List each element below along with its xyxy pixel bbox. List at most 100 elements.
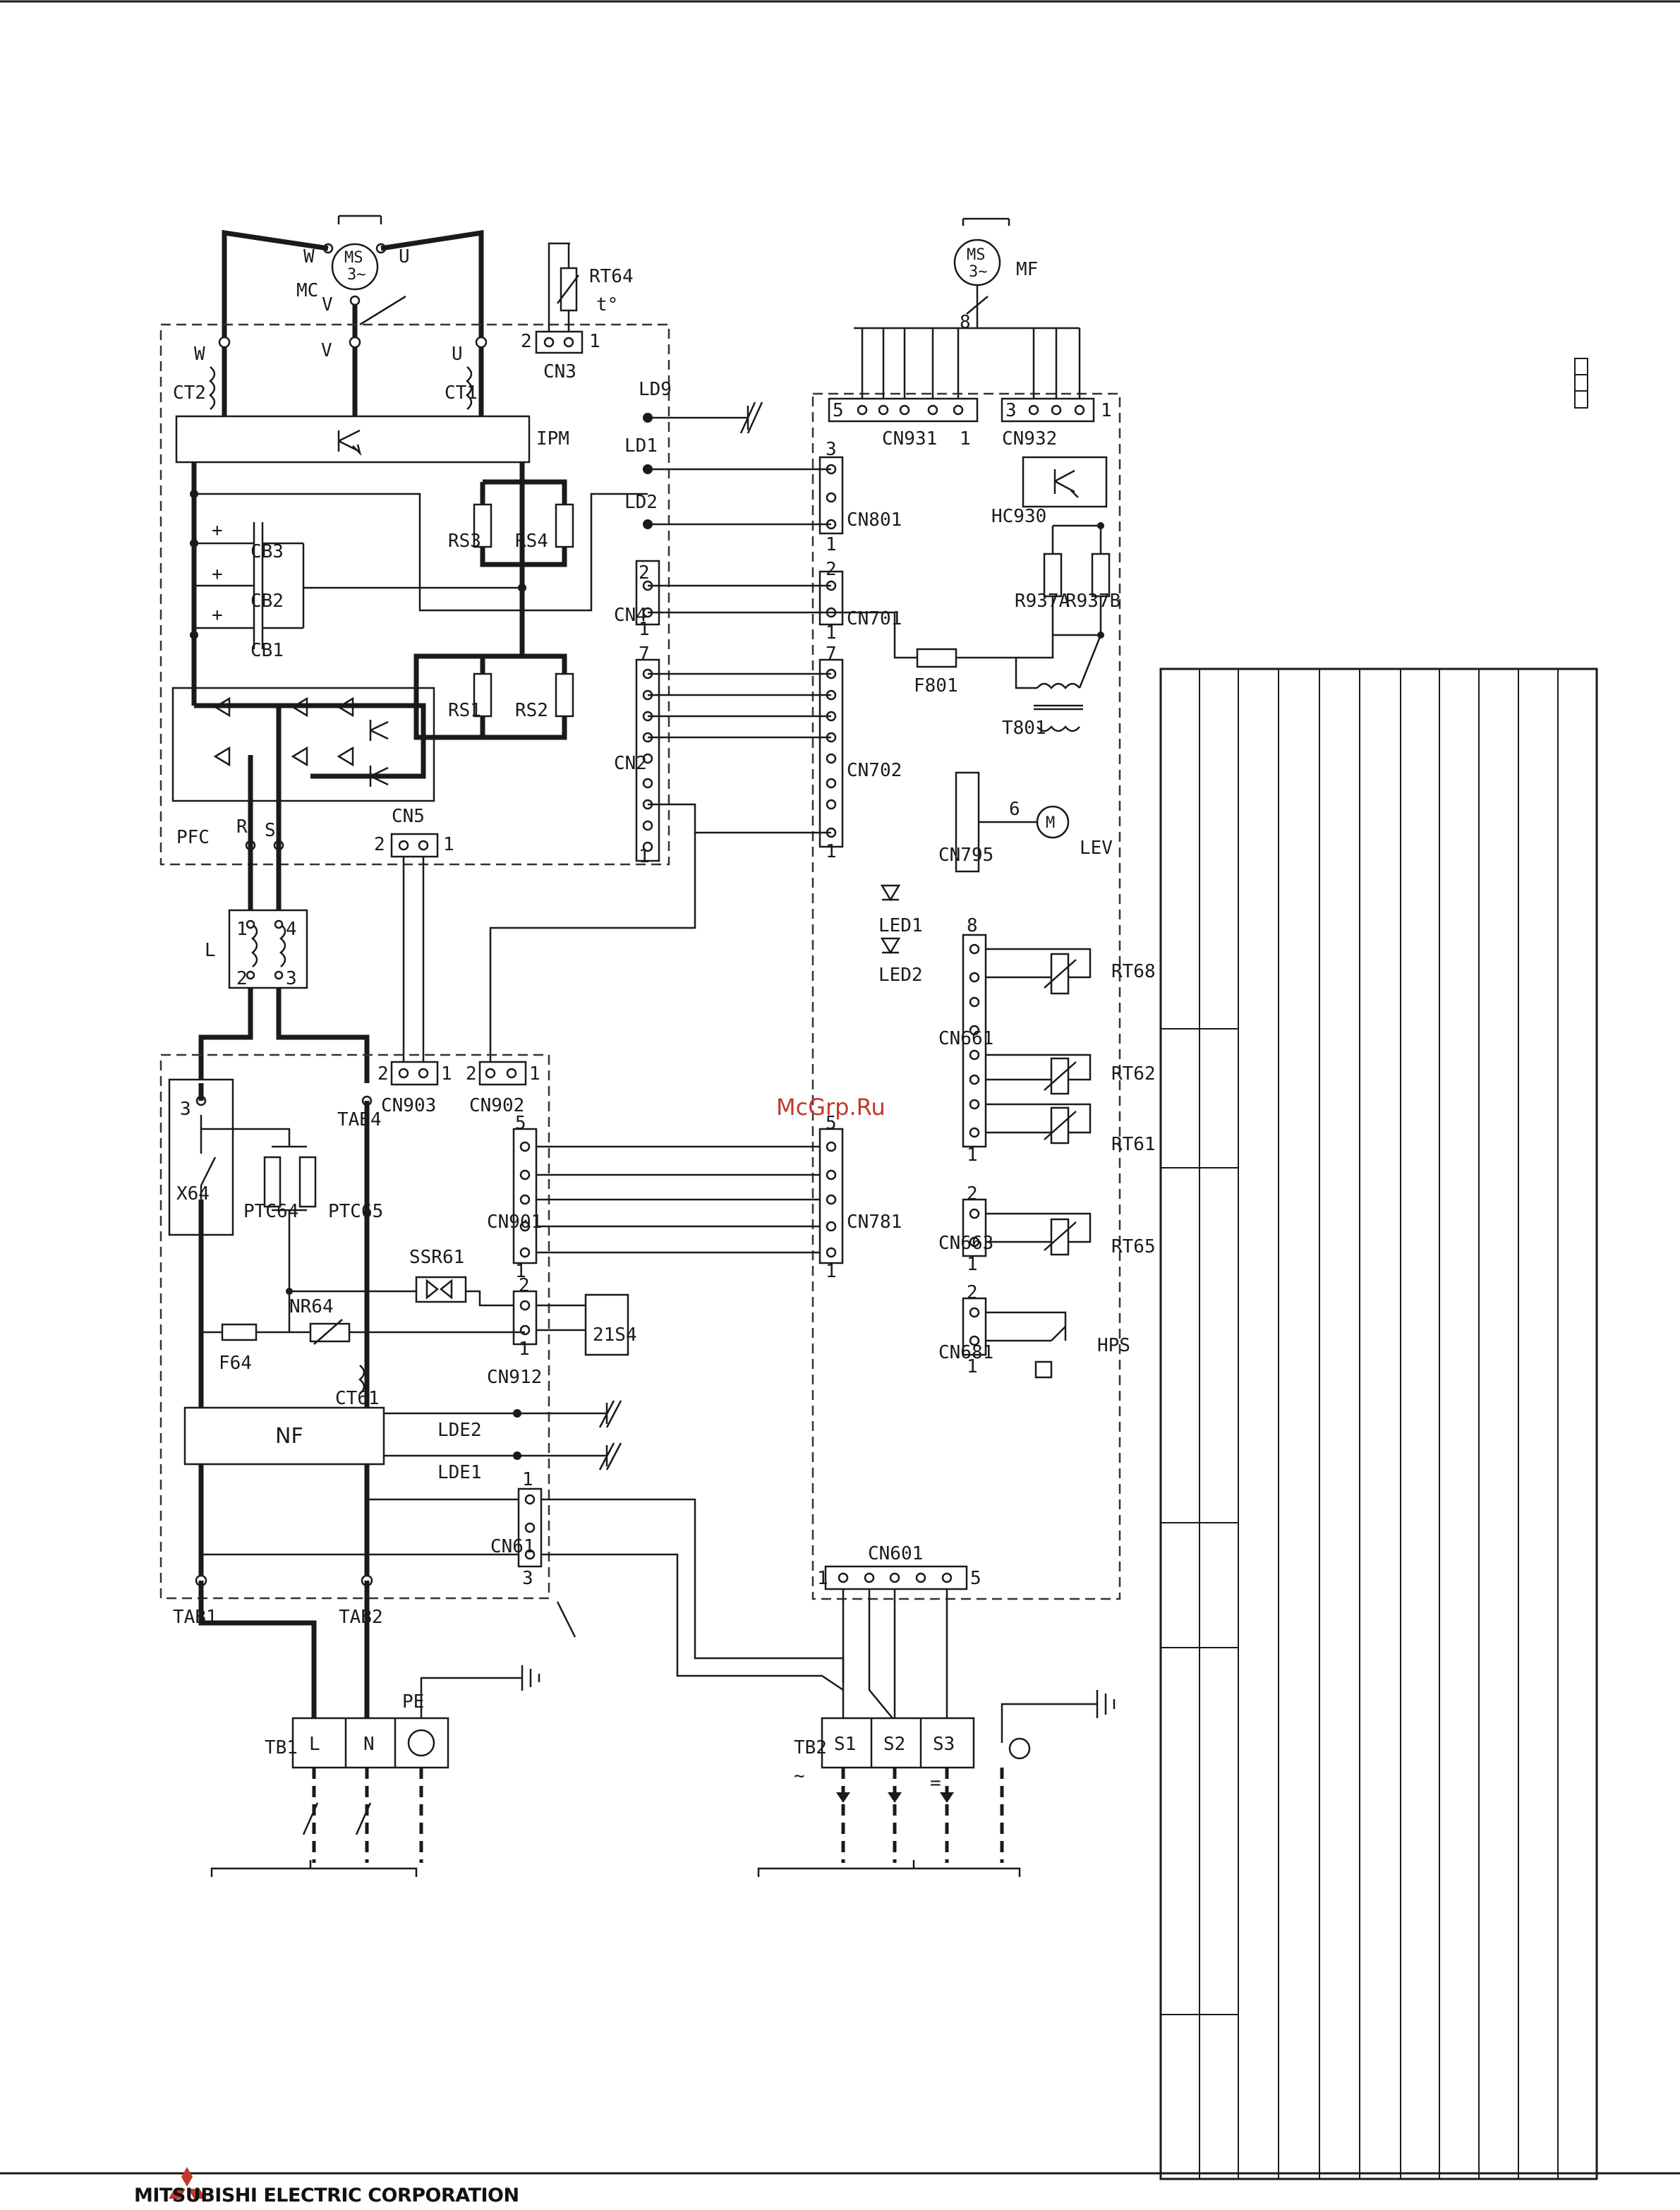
svg-text:CB3: CB3 bbox=[250, 541, 284, 562]
svg-text:1: 1 bbox=[443, 834, 454, 855]
svg-text:TAB4: TAB4 bbox=[337, 1109, 382, 1130]
svg-text:2: 2 bbox=[466, 1063, 477, 1085]
svg-text:+: + bbox=[212, 520, 223, 541]
svg-text:NF: NF bbox=[275, 1424, 303, 1449]
svg-text:2: 2 bbox=[967, 1282, 978, 1303]
svg-text:CN903: CN903 bbox=[381, 1095, 436, 1116]
svg-text:W: W bbox=[194, 344, 205, 365]
nf-filter: NF bbox=[183, 1406, 385, 1466]
svg-text:4: 4 bbox=[286, 919, 297, 940]
cn681-connector: 2 CN681 1 HPS bbox=[938, 1282, 1130, 1379]
svg-text:L: L bbox=[309, 1734, 320, 1755]
cn601-connector: 1 CN601 5 bbox=[817, 1543, 981, 1590]
svg-text:S3: S3 bbox=[933, 1734, 955, 1755]
svg-text:t°: t° bbox=[596, 294, 618, 315]
svg-text:3: 3 bbox=[826, 439, 837, 460]
svg-text:3: 3 bbox=[286, 968, 297, 989]
svg-text:M: M bbox=[1046, 814, 1055, 832]
svg-text:1: 1 bbox=[522, 1469, 533, 1490]
mc-label: MC bbox=[296, 280, 318, 301]
svg-text:1: 1 bbox=[519, 1339, 530, 1360]
svg-text:1: 1 bbox=[967, 1356, 978, 1377]
svg-text:MS: MS bbox=[967, 246, 986, 264]
svg-text:1: 1 bbox=[826, 841, 837, 862]
nr64-varistor: NR64 bbox=[288, 1291, 525, 1404]
svg-text:V: V bbox=[321, 340, 332, 361]
cn2-connector: 7 CN2 1 bbox=[614, 644, 660, 867]
svg-text:RT64: RT64 bbox=[589, 266, 634, 287]
svg-text:2: 2 bbox=[826, 559, 837, 580]
rs3-rs4: RS3 RS4 bbox=[448, 479, 574, 567]
svg-text:CN932: CN932 bbox=[1002, 428, 1057, 449]
svg-text:RT68: RT68 bbox=[1111, 961, 1156, 982]
svg-text:1: 1 bbox=[967, 1145, 978, 1166]
svg-text:1: 1 bbox=[960, 428, 971, 449]
svg-text:CN4: CN4 bbox=[614, 605, 647, 626]
svg-text:CN795: CN795 bbox=[938, 845, 993, 866]
svg-text:CN2: CN2 bbox=[614, 753, 647, 774]
cn3-connector: 2 1 CN3 bbox=[521, 330, 600, 382]
svg-text:CT2: CT2 bbox=[173, 382, 206, 404]
svg-text:CN902: CN902 bbox=[469, 1095, 524, 1116]
svg-text:1: 1 bbox=[441, 1063, 452, 1085]
watermark-text: McGrp.Ru bbox=[776, 1094, 886, 1121]
svg-text:2: 2 bbox=[639, 562, 650, 584]
svg-text:8: 8 bbox=[967, 915, 978, 936]
svg-text:PFC: PFC bbox=[176, 827, 210, 848]
svg-text:+: + bbox=[212, 605, 223, 626]
svg-text:LD9: LD9 bbox=[639, 379, 672, 400]
svg-text:LEV: LEV bbox=[1080, 838, 1113, 859]
svg-text:L: L bbox=[205, 940, 216, 961]
svg-text:1: 1 bbox=[826, 1261, 837, 1282]
svg-text:N: N bbox=[363, 1734, 375, 1755]
svg-text:TB1: TB1 bbox=[265, 1737, 298, 1758]
svg-text:3: 3 bbox=[180, 1099, 191, 1120]
svg-text:RS3: RS3 bbox=[448, 531, 481, 552]
svg-text:3: 3 bbox=[1005, 400, 1017, 421]
svg-text:RT61: RT61 bbox=[1111, 1134, 1156, 1155]
21s4-valve: 21S4 bbox=[584, 1293, 637, 1356]
svg-text:MF: MF bbox=[1016, 259, 1038, 280]
svg-text:S1: S1 bbox=[834, 1734, 856, 1755]
svg-text:CN661: CN661 bbox=[938, 1028, 993, 1049]
svg-text:LD1: LD1 bbox=[624, 435, 658, 457]
svg-text:2: 2 bbox=[521, 331, 532, 352]
cn931-connector: 5 CN931 1 bbox=[828, 397, 979, 449]
svg-text:5: 5 bbox=[833, 400, 844, 421]
capacitor-bank: + + + CB3 CB2 CB1 bbox=[194, 520, 305, 661]
svg-text:1: 1 bbox=[826, 534, 837, 555]
svg-text:2: 2 bbox=[967, 1183, 978, 1204]
svg-text:~: ~ bbox=[794, 1765, 805, 1787]
svg-text:+: + bbox=[212, 564, 223, 585]
cn902-connector: 2 1 CN902 bbox=[466, 1061, 540, 1116]
svg-text:F801: F801 bbox=[914, 675, 958, 696]
svg-text:X64: X64 bbox=[176, 1183, 210, 1204]
svg-text:R: R bbox=[236, 816, 248, 838]
svg-text:LED1: LED1 bbox=[878, 915, 923, 936]
svg-text:5: 5 bbox=[826, 1113, 837, 1134]
svg-text:HPS: HPS bbox=[1097, 1335, 1130, 1356]
fan-motor: MS 3~ MF 8 bbox=[854, 217, 1081, 399]
cn781-connector: 5 CN781 1 bbox=[818, 1113, 902, 1282]
svg-text:2: 2 bbox=[236, 968, 248, 989]
svg-text:3~: 3~ bbox=[347, 266, 366, 284]
svg-text:CT1: CT1 bbox=[445, 382, 478, 404]
svg-text:RS1: RS1 bbox=[448, 700, 481, 721]
ct61: CT61 bbox=[335, 1365, 380, 1409]
f64-fuse: F64 bbox=[201, 1323, 310, 1374]
svg-text:LDE2: LDE2 bbox=[437, 1420, 482, 1441]
corner-glyph bbox=[1574, 358, 1588, 409]
svg-text:NR64: NR64 bbox=[289, 1296, 334, 1317]
svg-text:CN931: CN931 bbox=[882, 428, 937, 449]
svg-text:CB1: CB1 bbox=[250, 640, 284, 661]
ct1-coil: CT1 bbox=[445, 366, 478, 410]
svg-text:PTC65: PTC65 bbox=[328, 1201, 383, 1222]
rt61-thermistor: RT61 bbox=[986, 1103, 1156, 1155]
svg-text:5: 5 bbox=[515, 1113, 526, 1134]
svg-text:CN601: CN601 bbox=[868, 1543, 923, 1564]
svg-text:1: 1 bbox=[515, 1261, 526, 1282]
svg-text:S: S bbox=[265, 820, 276, 841]
svg-text:=: = bbox=[930, 1773, 941, 1794]
svg-text:1: 1 bbox=[826, 622, 837, 644]
svg-text:1: 1 bbox=[236, 919, 248, 940]
